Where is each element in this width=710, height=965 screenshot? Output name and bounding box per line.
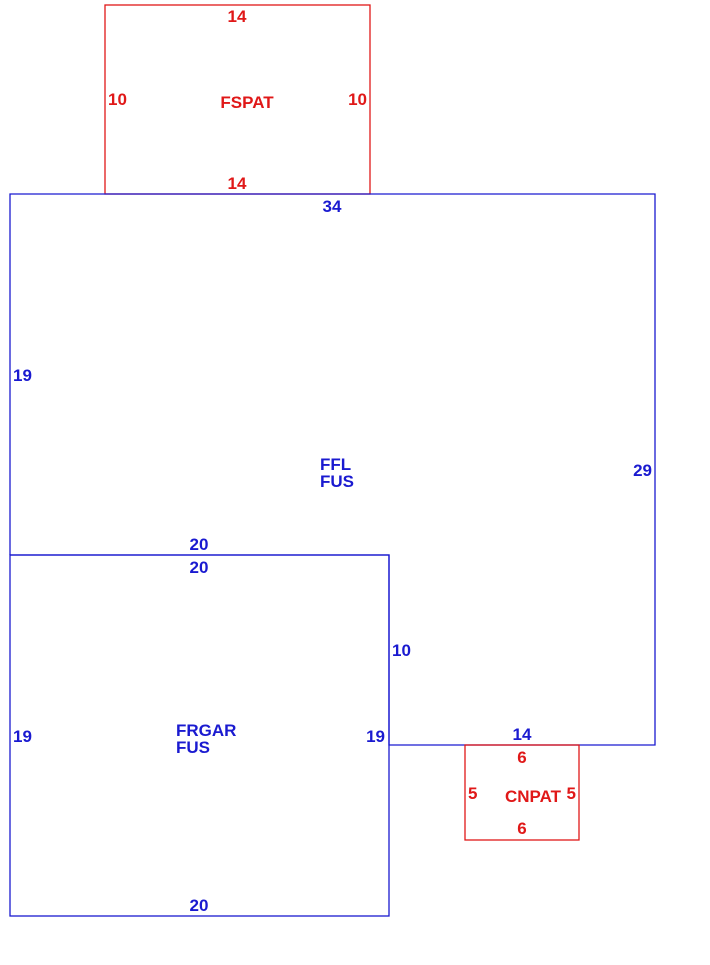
main-step-top-dimension: 20 — [190, 535, 209, 554]
main-area-code-secondary: FUS — [320, 472, 354, 491]
garage-area-code-secondary: FUS — [176, 738, 210, 757]
garage-area-code: FRGAR — [176, 721, 236, 740]
fspat-right-dimension: 10 — [348, 90, 367, 109]
fspat-left-dimension: 10 — [108, 90, 127, 109]
fspat-bottom-dimension: 14 — [228, 174, 247, 193]
main-area-code: FFL — [320, 455, 351, 474]
cnpat-right-dimension: 5 — [567, 784, 576, 803]
fspat-area-code: FSPAT — [220, 93, 274, 112]
fspat-top-dimension: 14 — [228, 7, 247, 26]
garage-left-dimension: 19 — [13, 727, 32, 746]
main-right-dimension: 29 — [633, 461, 652, 480]
main-bottom-dimension: 14 — [513, 725, 532, 744]
cnpat-outline — [464, 744, 580, 841]
cnpat-area-code: CNPAT — [505, 787, 562, 806]
garage-right-dimension: 19 — [366, 727, 385, 746]
main-left-dimension: 19 — [13, 366, 32, 385]
garage-outline — [9, 554, 390, 917]
garage-top-dimension: 20 — [190, 558, 209, 577]
main-top-dimension: 34 — [323, 197, 342, 216]
garage-bottom-dimension: 20 — [190, 896, 209, 915]
cnpat-bottom-dimension: 6 — [517, 819, 526, 838]
cnpat-top-dimension: 6 — [517, 748, 526, 767]
main-step-right-dimension: 10 — [392, 641, 411, 660]
cnpat-left-dimension: 5 — [468, 784, 477, 803]
